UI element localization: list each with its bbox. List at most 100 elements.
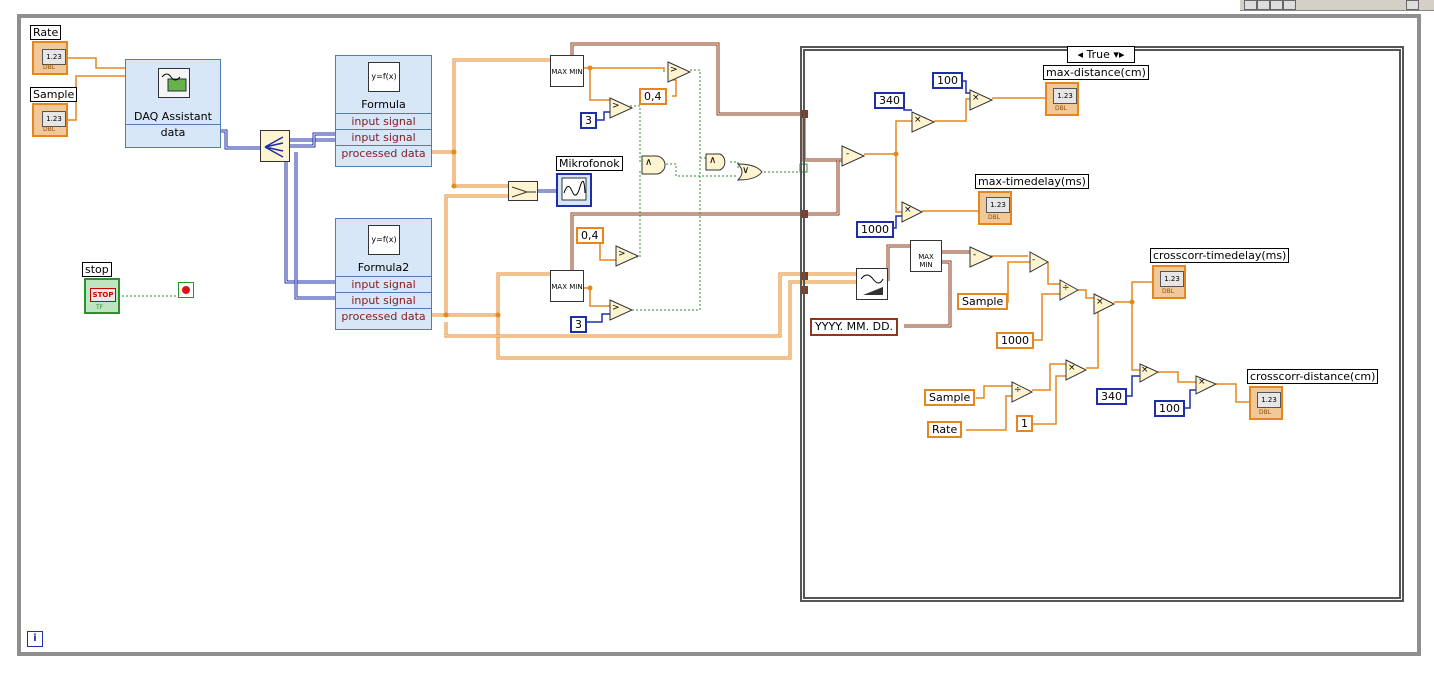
numeric-face: 1.23	[42, 49, 66, 65]
dbl-badge: DBL	[1162, 288, 1175, 295]
greater-than-4[interactable]: >	[612, 303, 620, 313]
formula-express-vi[interactable]: y=f(x) Formula input signal input signal…	[335, 55, 432, 167]
constant-1000-a[interactable]: 1000	[856, 221, 894, 238]
greater-than-3[interactable]: >	[618, 249, 626, 259]
constant-1000-b[interactable]: 1000	[996, 332, 1034, 349]
dbl-badge: DBL	[43, 126, 56, 133]
or-gate[interactable]: ∨	[742, 165, 750, 176]
while-loop-frame[interactable]	[17, 14, 1421, 656]
formula-title: Formula	[361, 98, 406, 111]
formula2-processed-data[interactable]: processed data	[336, 308, 431, 324]
formula-input-signal-2[interactable]: input signal	[336, 129, 431, 145]
and-gate-1[interactable]: ∧	[645, 157, 653, 168]
sample-label: Sample	[30, 87, 78, 102]
max-timedelay-label: max-timedelay(ms)	[975, 174, 1089, 189]
formula2-input-signal-2[interactable]: input signal	[336, 292, 431, 308]
formula2-express-vi[interactable]: y=f(x) Formula2 input signal input signa…	[335, 218, 432, 330]
stop-terminal-icon	[178, 282, 194, 298]
daq-title: DAQ Assistant	[134, 110, 212, 123]
divide-node-2[interactable]: ÷	[1014, 385, 1022, 395]
formula-processed-data[interactable]: processed data	[336, 145, 431, 161]
multiply-node-6[interactable]: ×	[1141, 365, 1149, 375]
formula2-input-signal-1[interactable]: input signal	[336, 276, 431, 292]
multiply-node-1[interactable]: ×	[914, 115, 922, 125]
multiply-node-2[interactable]: ×	[972, 93, 980, 103]
multiply-node-7[interactable]: ×	[1198, 377, 1206, 387]
toolbar-button[interactable]	[1283, 0, 1296, 10]
formula-icon: y=f(x)	[368, 62, 400, 92]
subtract-node-3[interactable]: -	[1032, 255, 1036, 265]
multiply-node-5[interactable]: ×	[1068, 363, 1076, 373]
max-min-node-bottom[interactable]: MAX MIN	[550, 270, 584, 302]
split-signals-node[interactable]	[260, 130, 290, 162]
numeric-face: 1.23	[1053, 88, 1077, 104]
loop-iteration-terminal: i	[27, 631, 43, 647]
numeric-face: 1.23	[1257, 392, 1281, 408]
mikrofonok-label: Mikrofonok	[556, 156, 623, 171]
sample-local-variable[interactable]: Sample	[957, 293, 1009, 310]
crosscorr-timedelay-label: crosscorr-timedelay(ms)	[1150, 248, 1290, 263]
case-prev-icon[interactable]: ◂	[1077, 48, 1084, 61]
constant-340-a[interactable]: 340	[874, 92, 905, 109]
formula2-title: Formula2	[357, 261, 410, 274]
sample-local-variable-2[interactable]: Sample	[924, 389, 976, 406]
rate-local-variable[interactable]: Rate	[927, 421, 963, 438]
constant-0-4-top[interactable]: 0,4	[639, 88, 667, 105]
divide-node-1[interactable]: ÷	[1062, 283, 1070, 293]
toolbar-fragment	[1240, 0, 1434, 11]
max-distance-label: max-distance(cm)	[1043, 65, 1149, 80]
multiply-node-3[interactable]: ×	[904, 205, 912, 215]
max-min-node-case[interactable]: MAX MIN	[910, 240, 942, 272]
max-min-node-top[interactable]: MAX MIN	[550, 55, 584, 87]
crosscorr-timedelay-indicator[interactable]: 1.23 DBL	[1152, 265, 1186, 299]
case-dropdown-icon[interactable]: ▾▸	[1113, 48, 1125, 61]
sample-control[interactable]: 1.23 DBL	[32, 103, 68, 137]
numeric-face: 1.23	[986, 197, 1010, 213]
toolbar-button[interactable]	[1270, 0, 1283, 10]
scroll-arrow-button[interactable]	[1406, 0, 1419, 10]
daq-icon	[158, 68, 190, 98]
formula-input-signal-1[interactable]: input signal	[336, 113, 431, 129]
and-gate-2[interactable]: ∧	[709, 155, 717, 166]
dbl-badge: DBL	[43, 64, 56, 71]
greater-than-2[interactable]: >	[670, 65, 678, 75]
numeric-face: 1.23	[1160, 271, 1184, 287]
case-selector[interactable]: ◂ True ▾▸	[1067, 46, 1135, 63]
crosscorr-distance-indicator[interactable]: 1.23 DBL	[1249, 386, 1283, 420]
constant-1[interactable]: 1	[1016, 415, 1033, 432]
subtract-node-1[interactable]: -	[846, 149, 850, 159]
formula2-icon: y=f(x)	[368, 225, 400, 255]
rate-control[interactable]: 1.23 DBL	[32, 41, 68, 75]
case-selector-value: True	[1086, 48, 1110, 61]
subtract-node-2[interactable]: -	[973, 250, 977, 260]
max-timedelay-indicator[interactable]: 1.23 DBL	[978, 191, 1012, 225]
toolbar-button[interactable]	[1257, 0, 1270, 10]
constant-100-a[interactable]: 100	[932, 72, 963, 89]
dbl-badge: DBL	[1259, 409, 1272, 416]
tf-badge: TF	[96, 304, 104, 311]
numeric-face: 1.23	[42, 111, 66, 127]
dbl-badge: DBL	[1055, 105, 1068, 112]
mikrofonok-graph-terminal[interactable]	[556, 173, 592, 207]
stop-label: stop	[82, 262, 112, 277]
constant-date-format[interactable]: YYYY. MM. DD.	[810, 318, 899, 336]
stop-button-control[interactable]: STOP TF	[84, 278, 120, 314]
constant-3-bottom[interactable]: 3	[570, 316, 587, 333]
cross-correlation-node[interactable]	[856, 268, 888, 300]
rate-label: Rate	[30, 25, 62, 40]
constant-0-4-bottom[interactable]: 0,4	[576, 227, 604, 244]
multiply-node-4[interactable]: ×	[1096, 297, 1104, 307]
dbl-badge: DBL	[988, 214, 1001, 221]
daq-output-data[interactable]: data	[126, 124, 220, 140]
crosscorr-distance-label: crosscorr-distance(cm)	[1247, 369, 1379, 384]
toolbar-button[interactable]	[1244, 0, 1257, 10]
stop-button-face: STOP	[90, 288, 116, 302]
merge-signals-node[interactable]	[508, 181, 538, 201]
constant-3-top[interactable]: 3	[580, 112, 597, 129]
daq-assistant-express-vi[interactable]: DAQ Assistant data	[125, 59, 221, 148]
constant-340-b[interactable]: 340	[1096, 388, 1127, 405]
max-distance-indicator[interactable]: 1.23 DBL	[1045, 82, 1079, 116]
constant-100-b[interactable]: 100	[1154, 400, 1185, 417]
greater-than-1[interactable]: >	[612, 101, 620, 111]
